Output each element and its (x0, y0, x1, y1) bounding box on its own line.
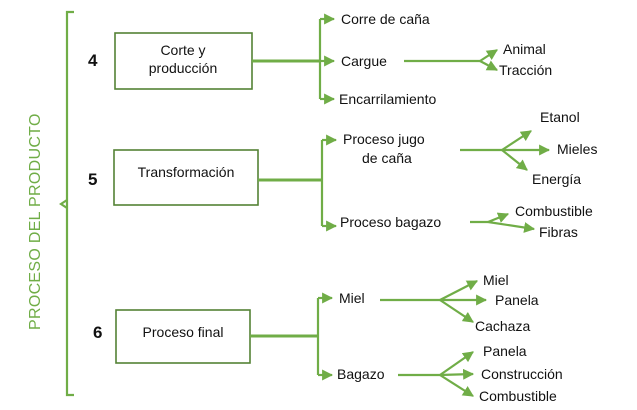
leaf-mieles: Mieles (557, 141, 597, 157)
leaf-combustible-2: Combustible (479, 388, 557, 404)
box-proceso-final (115, 309, 251, 364)
vertical-title: PROCESO DEL PRODUCTO (27, 113, 44, 330)
section-6-connectors (250, 292, 334, 381)
section-5-connectors (258, 134, 338, 232)
leaf-energia: Energía (532, 171, 581, 187)
left-bracket (65, 10, 74, 397)
section-number-6: 6 (93, 323, 102, 342)
miel-connectors (380, 280, 488, 323)
cargue-connectors (404, 49, 498, 71)
leaf-construccion: Construcción (481, 366, 563, 382)
left-bracket-notch (59, 199, 68, 209)
branch-encarrilamiento: Encarrilamiento (339, 91, 436, 107)
leaf-miel: Miel (483, 272, 509, 288)
branch-proceso-bagazo: Proceso bagazo (340, 214, 441, 230)
leaf-panela-1: Panela (495, 292, 539, 308)
leaf-animal: Animal (503, 41, 546, 57)
leaf-panela-2: Panela (483, 343, 527, 359)
branch-proceso-jugo-line2: de caña (362, 150, 412, 166)
leaf-cachaza: Cachaza (475, 318, 530, 334)
box-corte-label-line1: Corte y (160, 42, 205, 58)
leaf-combustible-1: Combustible (515, 203, 593, 219)
leaf-traccion: Tracción (499, 62, 552, 78)
bagazo-process-connectors (470, 212, 536, 233)
bagazo-connectors (398, 351, 475, 397)
branch-cargue: Cargue (341, 53, 387, 69)
branch-corre-de-cana: Corre de caña (341, 11, 430, 27)
leaf-fibras: Fibras (539, 224, 578, 240)
box-corte-label-line2: producción (149, 60, 218, 76)
section-number-4: 4 (88, 51, 98, 70)
branch-proceso-jugo-line1: Proceso jugo (343, 131, 425, 147)
leaf-etanol: Etanol (540, 109, 580, 125)
jugo-connectors (460, 130, 551, 171)
box-transformacion (113, 149, 259, 206)
branch-miel: Miel (339, 290, 365, 306)
branch-bagazo: Bagazo (337, 366, 385, 382)
section-number-5: 5 (88, 170, 97, 189)
box-transformacion-label: Transformación (138, 164, 235, 180)
section-4-connectors (252, 13, 336, 105)
box-proceso-final-label: Proceso final (143, 324, 224, 340)
